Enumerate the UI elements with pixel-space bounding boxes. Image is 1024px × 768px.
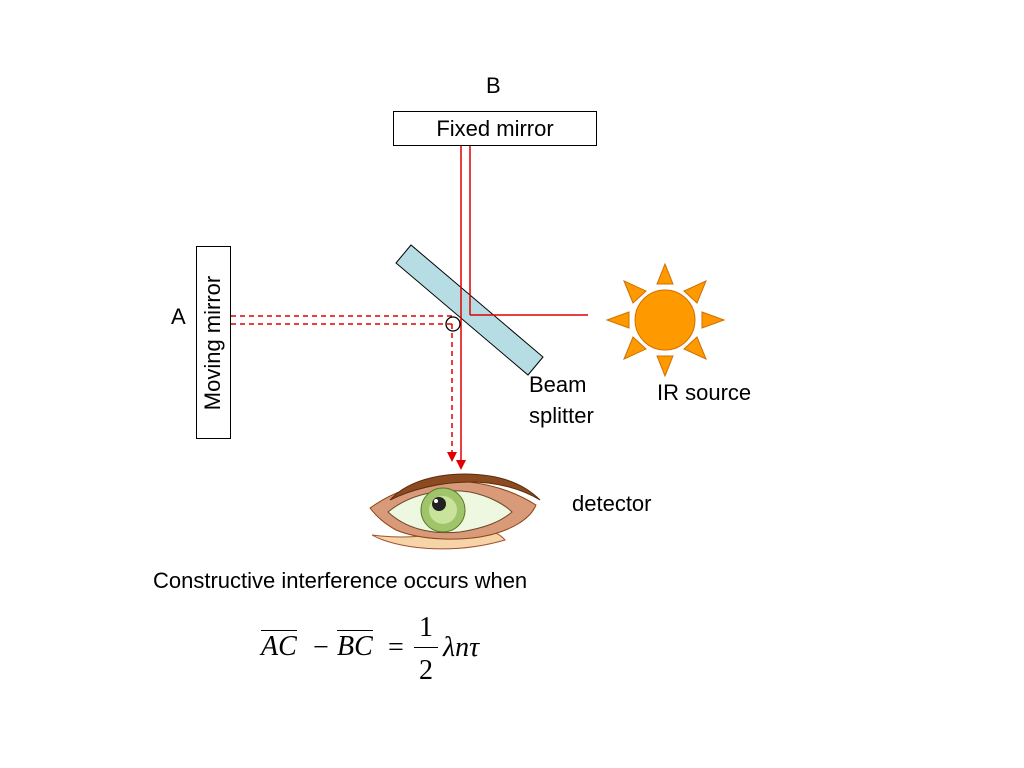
fixed-mirror-label: Fixed mirror (436, 115, 554, 141)
beam-splitter-label-line2: splitter (529, 403, 594, 428)
point-b-label: B (486, 73, 501, 98)
moving-mirror: Moving mirror (196, 246, 231, 439)
point-c-marker (445, 316, 461, 332)
equation-denominator: 2 (419, 655, 433, 686)
beam-splitter-label-line1: Beam (529, 372, 587, 397)
detector-arrow-solid (456, 460, 466, 470)
dashed-beam-path (231, 315, 453, 455)
equation-rhs: λnτ (443, 632, 480, 663)
equation-numerator: 1 (419, 612, 433, 643)
point-a-label: A (171, 304, 186, 329)
ir-source-label: IR source (657, 380, 752, 405)
detector-label: detector (572, 491, 652, 516)
equation-equals: = (388, 632, 404, 663)
sun-icon (605, 262, 726, 378)
detector-arrow-dashed (447, 452, 457, 462)
solid-beam-path (460, 145, 588, 465)
equation-term-ac: AC (261, 630, 297, 662)
equation-fraction-bar (414, 647, 438, 648)
moving-mirror-label: Moving mirror (200, 275, 226, 410)
equation-minus: − (313, 632, 329, 663)
eye-icon (369, 473, 541, 550)
fixed-mirror: Fixed mirror (393, 111, 597, 146)
equation-term-bc: BC (337, 630, 373, 662)
caption: Constructive interference occurs when (153, 568, 528, 593)
